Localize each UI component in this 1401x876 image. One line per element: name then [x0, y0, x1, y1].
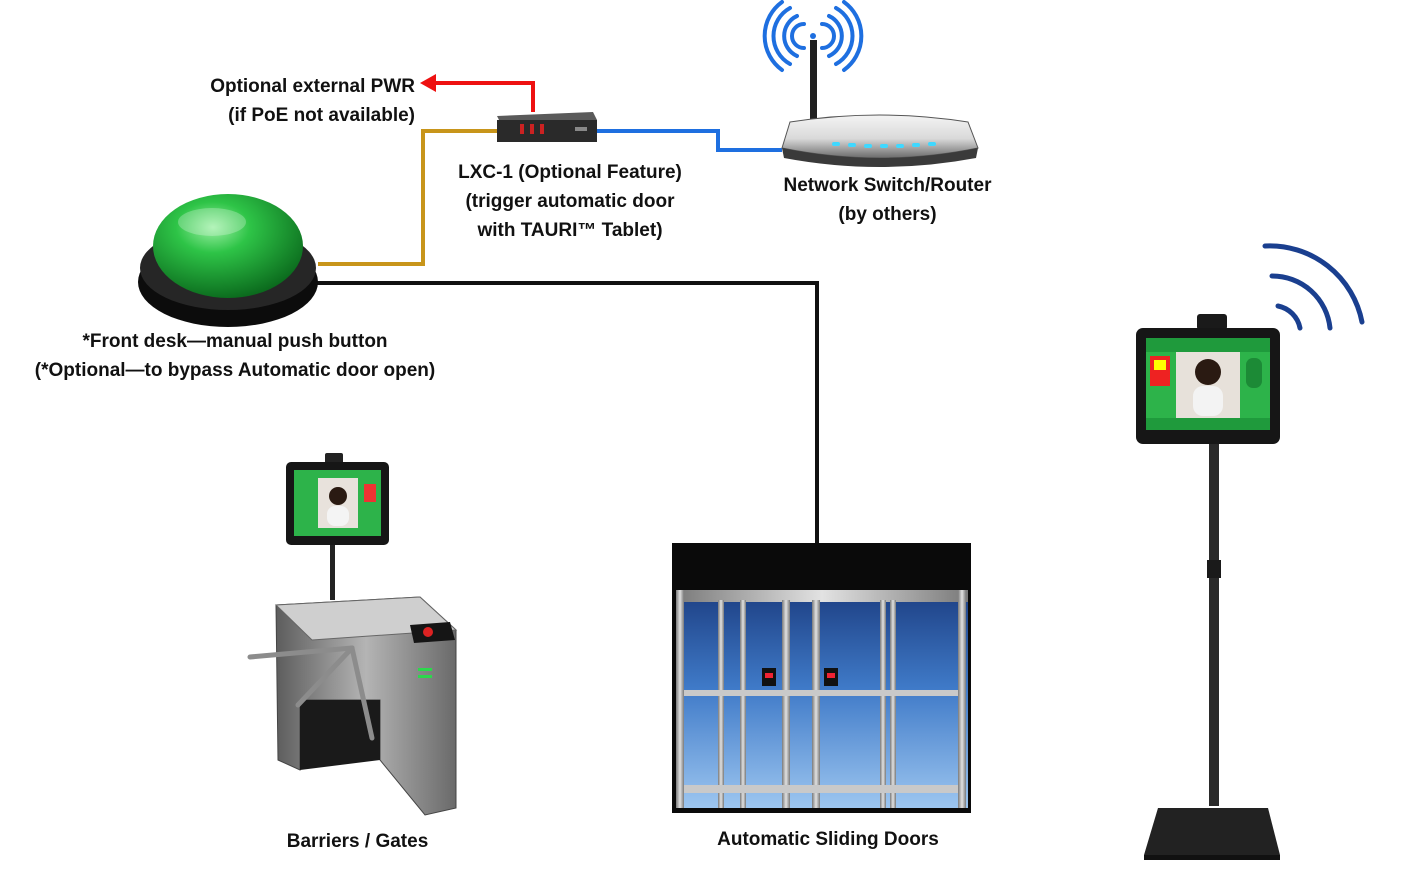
pwr-label: Optional external PWR (if PoE not availa… [160, 72, 415, 130]
router-icon [781, 40, 979, 167]
network-line [597, 129, 782, 152]
button-label-line1: *Front desk—manual push button [82, 331, 388, 352]
lxc-controller-icon [497, 112, 597, 142]
router-label-line1: Network Switch/Router [783, 175, 992, 196]
power-line [433, 81, 535, 112]
door-line [310, 281, 819, 543]
button-label: *Front desk—manual push button (*Optiona… [0, 327, 470, 385]
router-label-line2: (by others) [838, 204, 937, 225]
wifi-waves-icon [1262, 243, 1365, 331]
wifi-signal-icon [762, 0, 864, 72]
button-line [318, 129, 497, 266]
push-button-icon [138, 194, 318, 327]
lxc-label-line1: LXC-1 (Optional Feature) [458, 162, 682, 183]
power-arrow-icon [420, 74, 436, 92]
pwr-label-line1: Optional external PWR [210, 76, 415, 97]
lxc-label-line2: (trigger automatic door [465, 191, 675, 212]
gates-label: Barriers / Gates [286, 831, 429, 852]
doors-label: Automatic Sliding Doors [717, 829, 939, 850]
lxc-label: LXC-1 (Optional Feature) (trigger automa… [430, 158, 710, 245]
pwr-label-line2: (if PoE not available) [228, 105, 415, 126]
turnstile-icon [247, 545, 458, 816]
router-label: Network Switch/Router (by others) [755, 171, 1020, 229]
sliding-door-icon [672, 543, 971, 813]
floor-stand-icon [1136, 314, 1280, 860]
tablet-icon [286, 453, 389, 545]
lxc-label-line3: with TAURI™ Tablet) [477, 220, 663, 241]
button-label-line2: (*Optional—to bypass Automatic door open… [34, 360, 436, 381]
